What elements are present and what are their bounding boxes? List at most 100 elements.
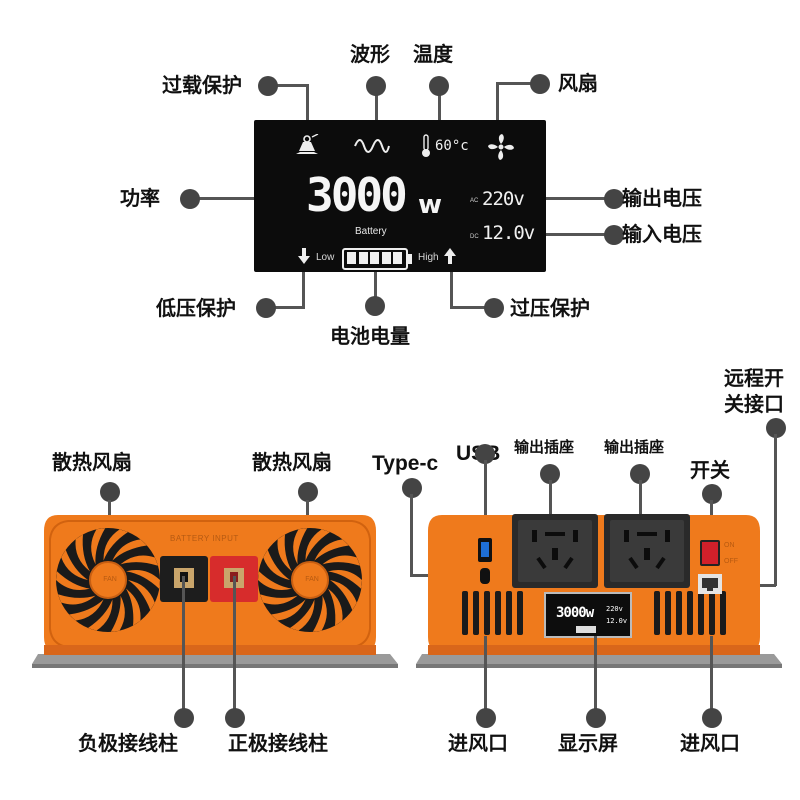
negative-leader xyxy=(182,576,185,716)
fan-blade xyxy=(259,594,298,605)
arrow-down-icon xyxy=(298,248,310,264)
fan-blade xyxy=(328,588,343,626)
fan-blades-icon xyxy=(258,528,362,632)
remote-switch-dot xyxy=(766,418,786,438)
dc-voltage-value: 12.0v xyxy=(482,222,535,244)
inlet-left-leader xyxy=(484,636,487,712)
usb-dot xyxy=(475,444,495,464)
fan-blade xyxy=(289,599,315,631)
display-label: 显示屏 xyxy=(558,731,618,755)
overload-icon xyxy=(296,134,319,154)
power-value: 3000 xyxy=(306,168,408,222)
power-dot xyxy=(180,189,200,209)
outlet-2-label: 输出插座 xyxy=(604,438,665,456)
input-voltage-leader xyxy=(536,233,612,236)
low-text: Low xyxy=(316,252,335,263)
thermometer-icon xyxy=(422,134,430,157)
type-c-dot xyxy=(402,478,422,498)
vent-slot xyxy=(484,591,490,635)
vent-slot xyxy=(720,591,726,635)
fan-leader-h xyxy=(496,82,540,85)
fan-blade xyxy=(322,555,361,566)
usb-port[interactable] xyxy=(478,538,492,562)
remote-switch-leader-v xyxy=(774,434,777,586)
fan-blade xyxy=(69,599,104,621)
fan-blade xyxy=(128,580,155,611)
air-inlet-left-label: 进风口 xyxy=(448,731,508,755)
low-voltage-label: 低压保护 xyxy=(156,296,236,320)
fan-blade xyxy=(305,529,331,561)
battery-cell xyxy=(381,252,391,264)
vent-slot xyxy=(698,591,704,635)
outlet-2-leader xyxy=(639,480,642,524)
fan-dot xyxy=(530,74,550,94)
inlet-left-dot xyxy=(476,708,496,728)
dc-tag: DC xyxy=(470,234,479,240)
vent-slot xyxy=(676,591,682,635)
fan-blade xyxy=(91,528,106,565)
fan-blade xyxy=(56,571,90,591)
vent-slot xyxy=(709,591,715,635)
ac-tag: AC xyxy=(470,198,479,204)
fan-blade xyxy=(258,571,292,591)
fan-blade xyxy=(312,595,327,632)
remote-switch-label-2: 关接口 xyxy=(724,392,784,416)
battery-level-leader xyxy=(374,270,377,304)
fan-right-dot xyxy=(298,482,318,502)
power-switch-dot xyxy=(702,484,722,504)
fan-blade xyxy=(126,569,160,589)
fan-hub: FAN xyxy=(291,561,329,599)
fan-leader-v xyxy=(496,82,499,124)
negative-dot xyxy=(174,708,194,728)
mini-dc-value: 12.0v xyxy=(606,617,628,625)
remote-switch-port[interactable] xyxy=(698,574,722,594)
type-c-port[interactable] xyxy=(480,568,490,584)
lcd-screen: 60°c 3000 w Battery AC 220v DC 12.0v Low… xyxy=(254,120,546,272)
temperature-value: 60°c xyxy=(435,138,469,154)
fan-hub-text: FAN xyxy=(305,576,319,583)
fan-blade xyxy=(126,588,141,626)
output-voltage-label: 输出电压 xyxy=(622,186,702,210)
low-voltage-dot xyxy=(256,298,276,318)
remote-switch-label-1: 远程开 xyxy=(724,366,784,390)
vent-slot xyxy=(687,591,693,635)
front-stand xyxy=(32,654,398,668)
air-inlet-right-label: 进风口 xyxy=(680,731,740,755)
outlet-2[interactable] xyxy=(604,514,690,588)
temperature-label: 温度 xyxy=(413,42,453,66)
mini-power-value: 3000w xyxy=(556,605,594,621)
battery-input-text: BATTERY INPUT xyxy=(170,534,239,543)
power-label: 功率 xyxy=(120,186,160,210)
fan-blade xyxy=(75,534,90,572)
type-c-leader-v xyxy=(410,494,413,576)
vent-slot xyxy=(462,591,468,635)
battery-cell xyxy=(370,252,379,264)
overload-leader-v xyxy=(306,84,309,120)
power-rocker-switch[interactable] xyxy=(700,540,720,566)
vent-slot xyxy=(654,591,660,635)
usb-leader xyxy=(484,460,487,544)
battery-cell xyxy=(393,252,402,264)
vent-slot xyxy=(473,591,479,635)
fan-hub-text: FAN xyxy=(103,576,117,583)
battery-level-dot xyxy=(365,296,385,316)
fan-right-label: 散热风扇 xyxy=(252,450,332,474)
overload-label: 过载保护 xyxy=(162,73,242,97)
left-cooling-fan: FAN xyxy=(56,528,160,632)
battery-level-label: 电池电量 xyxy=(330,324,410,348)
outlet-1-leader xyxy=(549,480,552,524)
positive-dot xyxy=(225,708,245,728)
positive-leader xyxy=(233,576,236,716)
battery-caption: Battery xyxy=(355,226,387,237)
waveform-leader xyxy=(375,84,378,124)
over-voltage-leader-v xyxy=(450,262,453,308)
inlet-right-dot xyxy=(702,708,722,728)
overload-dot xyxy=(258,76,278,96)
positive-terminal-label: 正极接线柱 xyxy=(228,731,328,755)
fan-label: 风扇 xyxy=(558,71,598,95)
vent-slot xyxy=(665,591,671,635)
fan-icon xyxy=(488,134,514,160)
outlet-1[interactable] xyxy=(512,514,598,588)
switch-on-text: ON xyxy=(724,542,735,549)
switch-off-text: OFF xyxy=(724,558,738,565)
